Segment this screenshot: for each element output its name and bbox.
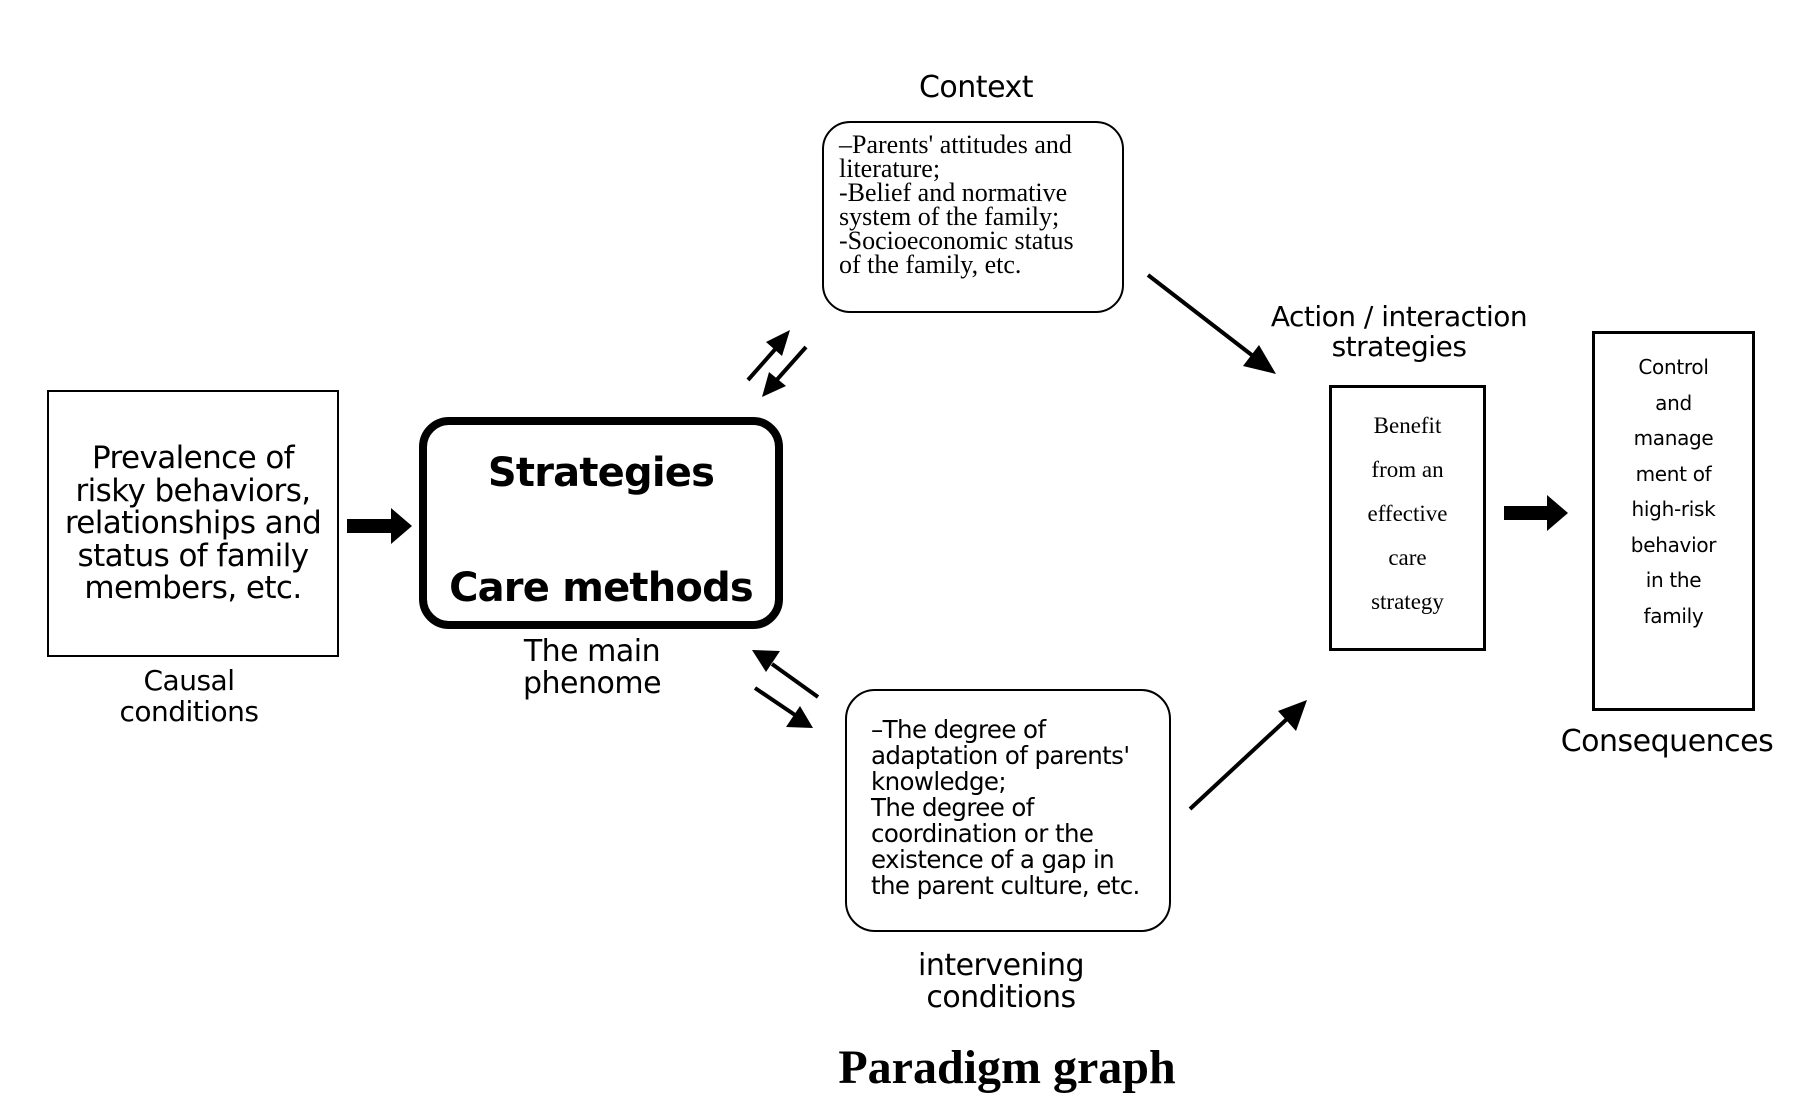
causal-label-line2: conditions (119, 695, 259, 728)
intervening-conditions-text: –The degree of adaptation of parents' kn… (871, 715, 1140, 900)
arrow-action-to-consequences (1504, 495, 1568, 531)
causal-conditions-label: Causal conditions (69, 665, 309, 727)
action-label-line1: Action / interaction (1270, 300, 1528, 333)
main-phenomenon-label: The main phenome (472, 636, 712, 700)
main-label-line1: The main (523, 634, 661, 669)
arrow-intervening-to-action (1188, 700, 1307, 811)
intervening-conditions-box: –The degree of adaptation of parents' kn… (845, 689, 1171, 932)
action-strategies-text: Benefit from an effective care strategy (1367, 413, 1448, 614)
main-line-strategies: Strategies (487, 450, 715, 496)
context-label: Context (918, 70, 1034, 105)
arrow-main-to-context (746, 330, 790, 382)
intervening-conditions-label: intervening conditions (881, 950, 1121, 1014)
consequences-text: Control and manage ment of high-risk beh… (1630, 355, 1717, 628)
diagram-title: Paradigm graph (838, 1041, 1176, 1094)
causal-conditions-box: Prevalence of risky behaviors, relations… (47, 390, 339, 657)
causal-conditions-text: Prevalence of risky behaviors, relations… (64, 440, 322, 607)
action-strategies-label: Action / interaction strategies (1249, 302, 1549, 362)
arrow-context-to-main (762, 345, 808, 397)
causal-label-line1: Causal (143, 664, 235, 697)
arrow-intervening-to-main (752, 650, 820, 699)
action-strategies-box: Benefit from an effective care strategy (1329, 385, 1486, 651)
action-label-line2: strategies (1331, 330, 1467, 363)
arrow-causal-to-main (347, 508, 412, 544)
main-phenomenon-box: Strategies Care methods (419, 417, 783, 629)
consequences-box: Control and manage ment of high-risk beh… (1592, 331, 1755, 711)
arrow-main-to-intervening (753, 686, 813, 728)
arrow-context-to-action (1146, 273, 1276, 374)
main-label-line2: phenome (522, 666, 662, 701)
context-box: –Parents' attitudes and literature; -Bel… (822, 121, 1124, 313)
intervening-label-line1: intervening (917, 948, 1085, 983)
context-text: –Parents' attitudes and literature; -Bel… (839, 130, 1074, 279)
main-line-care-methods: Care methods (449, 565, 754, 611)
intervening-label-line2: conditions (926, 980, 1076, 1015)
consequences-label: Consequences (1560, 724, 1774, 759)
